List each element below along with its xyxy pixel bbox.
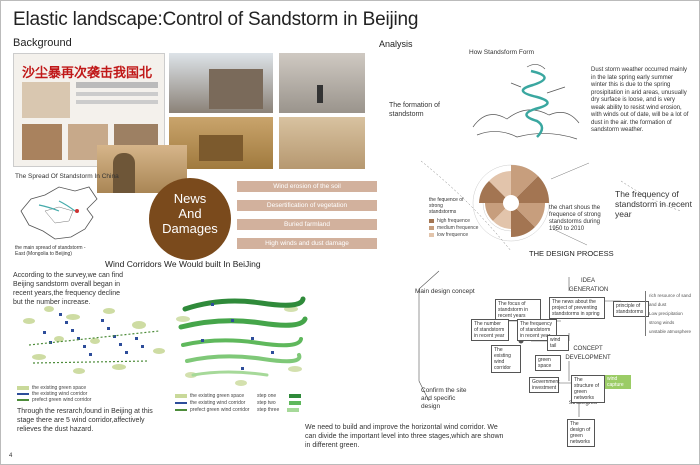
right-legend-3: prefect green wind corridor [175,407,249,413]
node-design-green: The design of green networks [567,419,595,447]
formation-label: The formation of standstorm [389,102,440,118]
circle-line-1: News [173,191,207,206]
stage-text: We need to build and improve the horizon… [305,424,504,449]
step-two: step two [257,400,301,406]
idea-generation: IDEA GENERATION [569,278,609,293]
radial-note: the chart shous the frequence of strong … [549,205,601,232]
confirm-label: Confirm the site and specific design [421,387,467,410]
radial-legend-2: medium frequence [429,225,478,231]
frequency-label: The frequency of standstorm in recent ye… [615,189,693,219]
reason-3: strong winds [649,320,675,325]
node-focus: The focus of standstorm in recent years [495,299,541,321]
form-title: How Standsform Form [469,49,535,56]
damage-item-4: High winds and dust damage [237,238,377,249]
node-wind-capture: wind capture [605,375,631,389]
node-existing: The existing wind corridor [491,345,521,373]
reason-4: unstable atmosphere [649,329,692,334]
radial-title: the fequence of strong standstorms [429,197,464,215]
right-corridor-map [176,296,308,386]
main-concept-label: Main design concept [415,288,475,295]
radial-legend-3: low frequence [429,232,468,238]
step-one: step one [257,393,302,399]
right-legend-2: the existing wind corridor [175,400,245,406]
map-caption: The Spread Of Standstorm In China [15,173,119,180]
sandstorm-formation-diagram [472,64,580,140]
left-legend-1: the existing green space [17,385,86,391]
left-corridor-map [23,306,165,374]
news-damages-circle: News And Damages [149,178,231,260]
research-text: Through the resrarch,found in Beijing at… [17,408,153,433]
haze-photo [279,117,365,169]
survey-text: According to the survey,we can find Beij… [13,272,123,306]
step-three: step three [257,407,300,413]
page-title: Elastic landscape:Control of Sandstorm i… [13,9,419,30]
radial-legend-1: high frequence [429,218,470,224]
circle-line-3: Damages [162,221,218,236]
corridors-heading: Wind Corridors We Would built In BeiJing [105,259,261,269]
damage-item-1: Wind erosion of the soil [237,181,377,192]
left-legend-2: the existing wind corridor [17,391,87,397]
map-legend: the main spread of standstorm - East (Mo… [15,245,86,257]
node-number: The number of standstorm in recent year [471,319,509,341]
node-news: The news about the project of preventing… [549,297,605,319]
circle-line-2: And [178,206,202,221]
frequency-radial-chart [472,162,590,246]
principle-reasons: rich resource of sand and dust Low preci… [645,291,693,336]
concept-development: CONCEPT DEVELOPMENT [565,346,611,361]
street-photo [169,53,273,113]
damage-item-3: Buried farmland [237,219,377,230]
reason-1: rich resource of sand and dust [649,293,692,307]
reason-2: Low precipitation [649,311,683,316]
node-investment: Government investment [529,377,560,393]
design-heading: THE DESIGN PROCESS [529,249,614,258]
page-number: 4 [9,453,13,459]
china-map [20,186,98,240]
analysis-heading: Analysis [379,39,413,49]
analysis-dashed-guides [420,160,682,252]
node-wind: wind tail [547,335,569,351]
dust-photo [279,53,365,113]
node-green-space: green space [535,355,561,371]
node-principle: principle of standstorms [613,301,649,317]
formation-text: Dust storm weather occurred mainly in th… [591,67,689,133]
damage-item-2: Desertification of vegetation [237,200,377,211]
node-structure: The structure of green networks [571,375,605,403]
left-legend-3: prefect green wind corridor [17,397,91,403]
background-heading: Background [13,37,72,49]
right-legend-1: the existing green space [175,393,244,399]
